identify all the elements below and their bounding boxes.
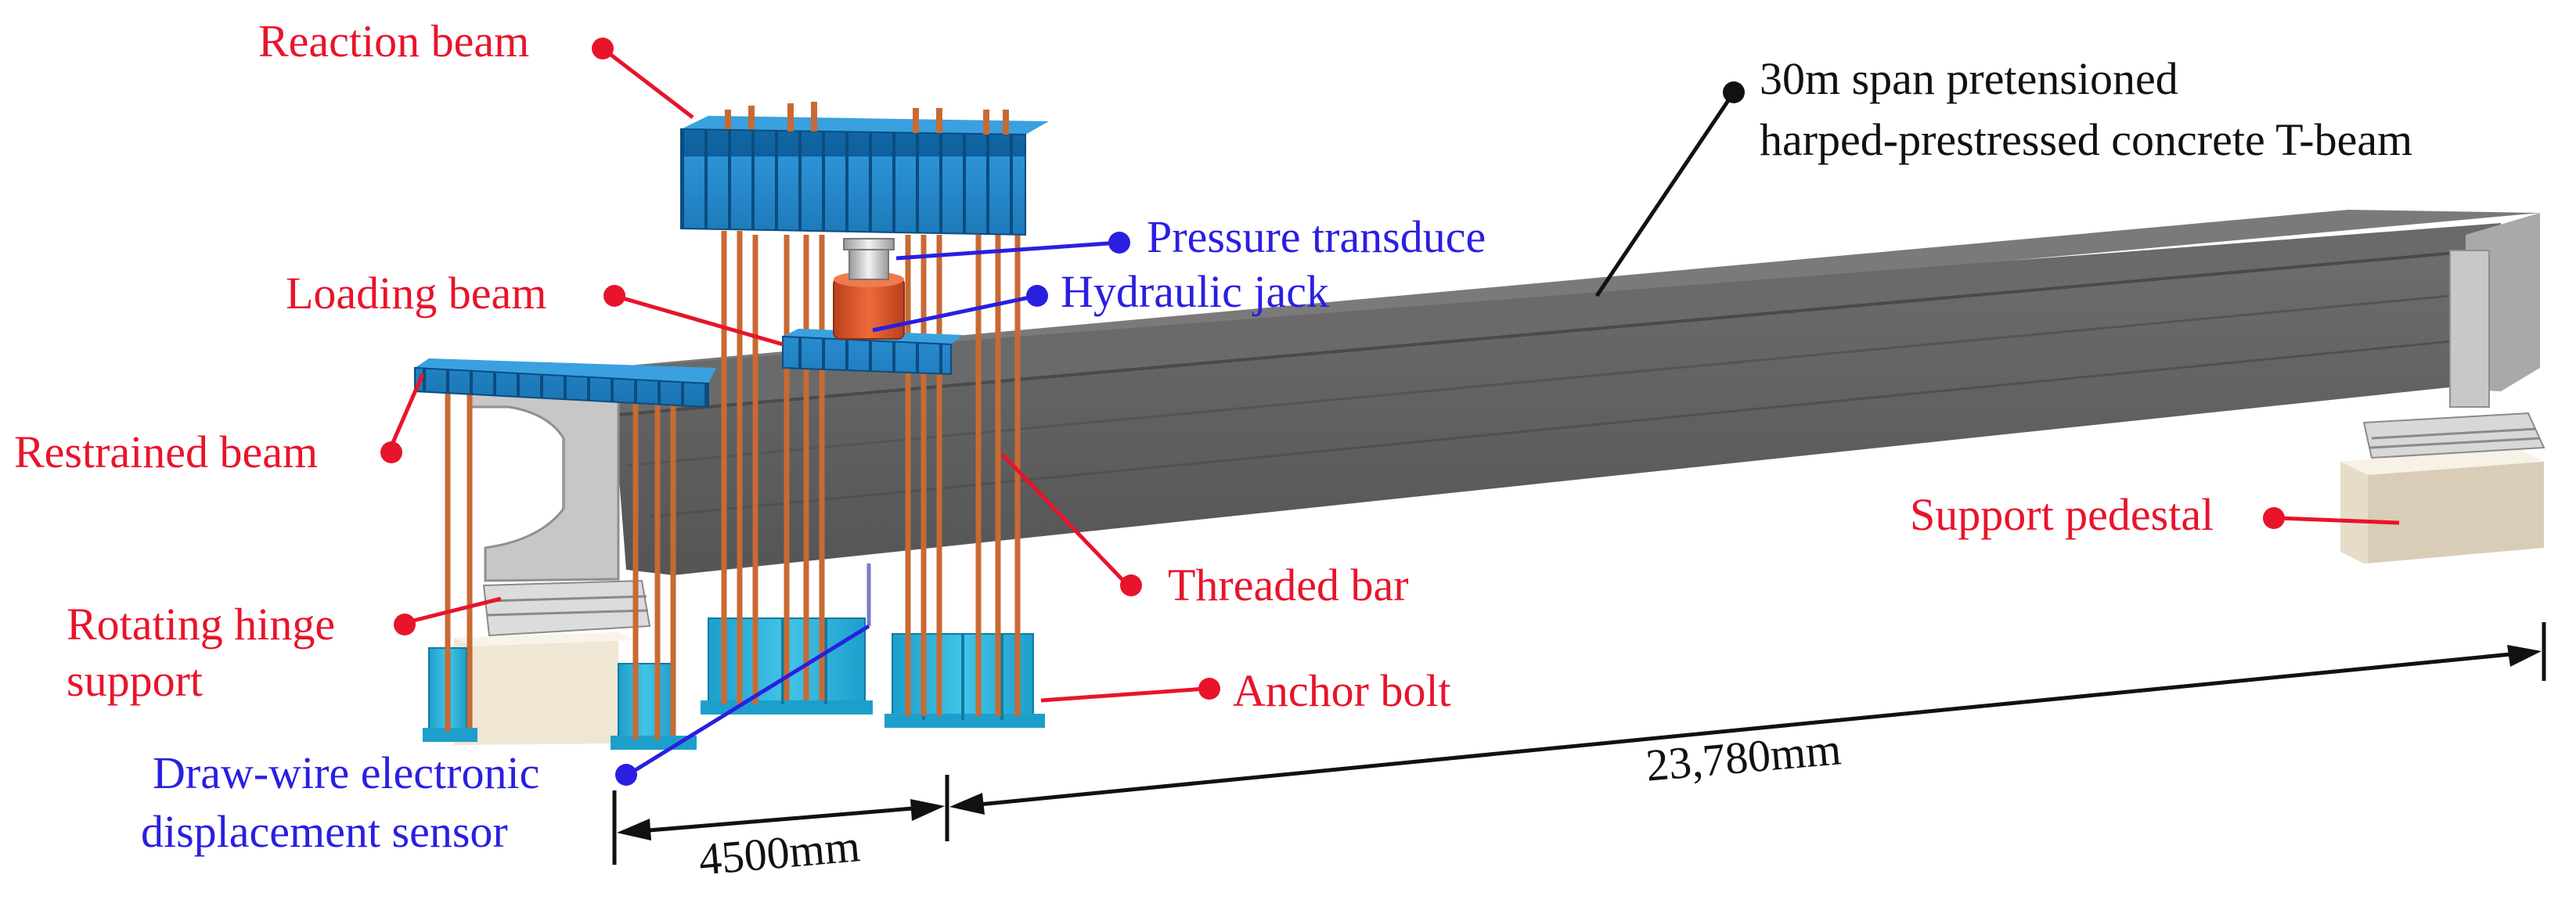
right-support	[2340, 412, 2545, 563]
threaded-bar-label: Threaded bar	[1168, 560, 1409, 610]
rotating-hinge-label-line2: support	[67, 655, 203, 706]
draw-wire-label-line1: Draw-wire electronic	[153, 747, 540, 798]
rotating-hinge-label-line1: Rotating hinge	[67, 599, 336, 650]
t-beam-label-line1: 30m span pretensioned	[1760, 53, 2178, 104]
support-pedestal-label: Support pedestal	[1910, 489, 2214, 540]
loading-beam-label: Loading beam	[286, 268, 547, 319]
dimension-lines	[612, 622, 2546, 865]
dimension-arrowheads	[617, 645, 2542, 841]
anchor-bolt-label: Anchor bolt	[1233, 665, 1451, 716]
leader-lines	[389, 47, 2400, 773]
hydraulic-jack	[833, 272, 905, 340]
pressure-transducer-label: Pressure transduce	[1147, 211, 1486, 262]
t-beam-label-line2: harped-prestressed concrete T-beam	[1760, 114, 2413, 165]
pressure-transducer	[843, 238, 895, 280]
reaction-beam	[680, 102, 1049, 236]
leader-dots	[380, 38, 2285, 786]
restrained-beam	[414, 358, 716, 409]
restrained-beam-label: Restrained beam	[14, 427, 319, 477]
left-support	[454, 579, 651, 745]
reaction-beam-label: Reaction beam	[258, 16, 530, 67]
draw-wire-label-line2: displacement sensor	[141, 806, 508, 857]
t-beam-30m	[468, 210, 2540, 582]
hydraulic-jack-label: Hydraulic jack	[1061, 266, 1330, 317]
